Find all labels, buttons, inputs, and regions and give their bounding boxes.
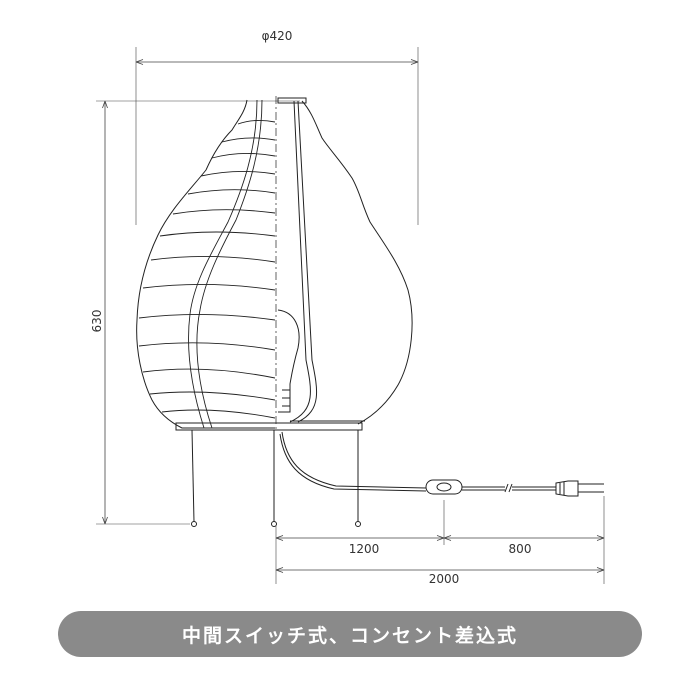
lamp-shade-exterior [136, 99, 276, 429]
plug [555, 480, 579, 497]
lamp-base [175, 420, 365, 527]
caption-text: 中間スイッチ式、コンセント差込式 [181, 624, 518, 647]
cord-total-label: 2000 [429, 572, 460, 586]
height-label: 630 [90, 310, 104, 333]
diameter-label: φ420 [262, 29, 293, 43]
inline-switch [425, 479, 463, 495]
switch-to-plug-label: 800 [509, 542, 532, 556]
diameter-dimension: φ420 [135, 29, 419, 225]
power-cord [279, 431, 604, 497]
cord-to-switch-label: 1200 [349, 542, 380, 556]
height-dimension: 630 [90, 100, 300, 525]
lamp-shade-section [277, 97, 413, 425]
cord-dimensions: 1200 800 2000 [275, 496, 605, 586]
caption-banner: 中間スイッチ式、コンセント差込式 [58, 611, 642, 657]
